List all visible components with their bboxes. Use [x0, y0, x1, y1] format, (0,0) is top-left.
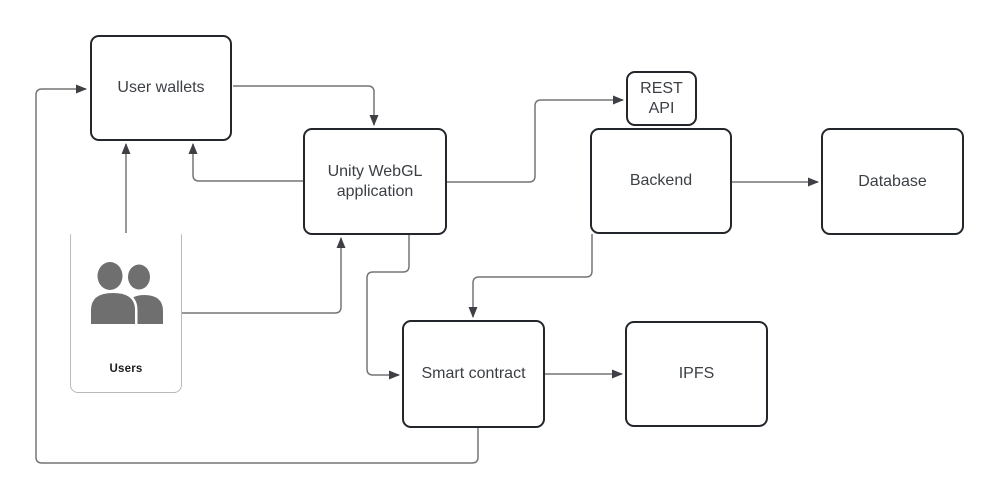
node-users[interactable]: Users: [70, 234, 182, 393]
node-database[interactable]: Database: [821, 128, 964, 235]
node-rest-api[interactable]: REST API: [626, 71, 697, 126]
users-icon: [88, 259, 165, 327]
edge-unity-to-user-wallets: [188, 143, 303, 182]
node-unity-webgl-application-label: Unity WebGL application: [327, 162, 423, 200]
node-backend-label: Backend: [629, 172, 693, 189]
node-smart-contract-label: Smart contract: [421, 365, 526, 382]
node-user-wallets-label: User wallets: [117, 79, 205, 96]
node-user-wallets[interactable]: User wallets: [90, 35, 232, 141]
edge-smart-contract-to-user-wallets: [35, 84, 479, 464]
node-rest-api-label: REST API: [640, 79, 683, 117]
edge-unity-to-rest-api: [447, 95, 624, 183]
edge-unity-to-smart-contract: [366, 235, 410, 380]
node-ipfs-label: IPFS: [678, 365, 715, 382]
edge-backend-to-smart-contract: [468, 234, 593, 318]
edge-users-to-unity: [182, 237, 346, 314]
node-unity-webgl-application[interactable]: Unity WebGL application: [303, 128, 447, 235]
node-users-label: Users: [109, 363, 143, 375]
node-ipfs[interactable]: IPFS: [625, 321, 768, 427]
node-smart-contract[interactable]: Smart contract: [402, 320, 545, 428]
edge-user-wallets-to-unity: [233, 85, 379, 126]
node-database-label: Database: [858, 172, 927, 190]
node-backend[interactable]: Backend: [590, 128, 732, 234]
